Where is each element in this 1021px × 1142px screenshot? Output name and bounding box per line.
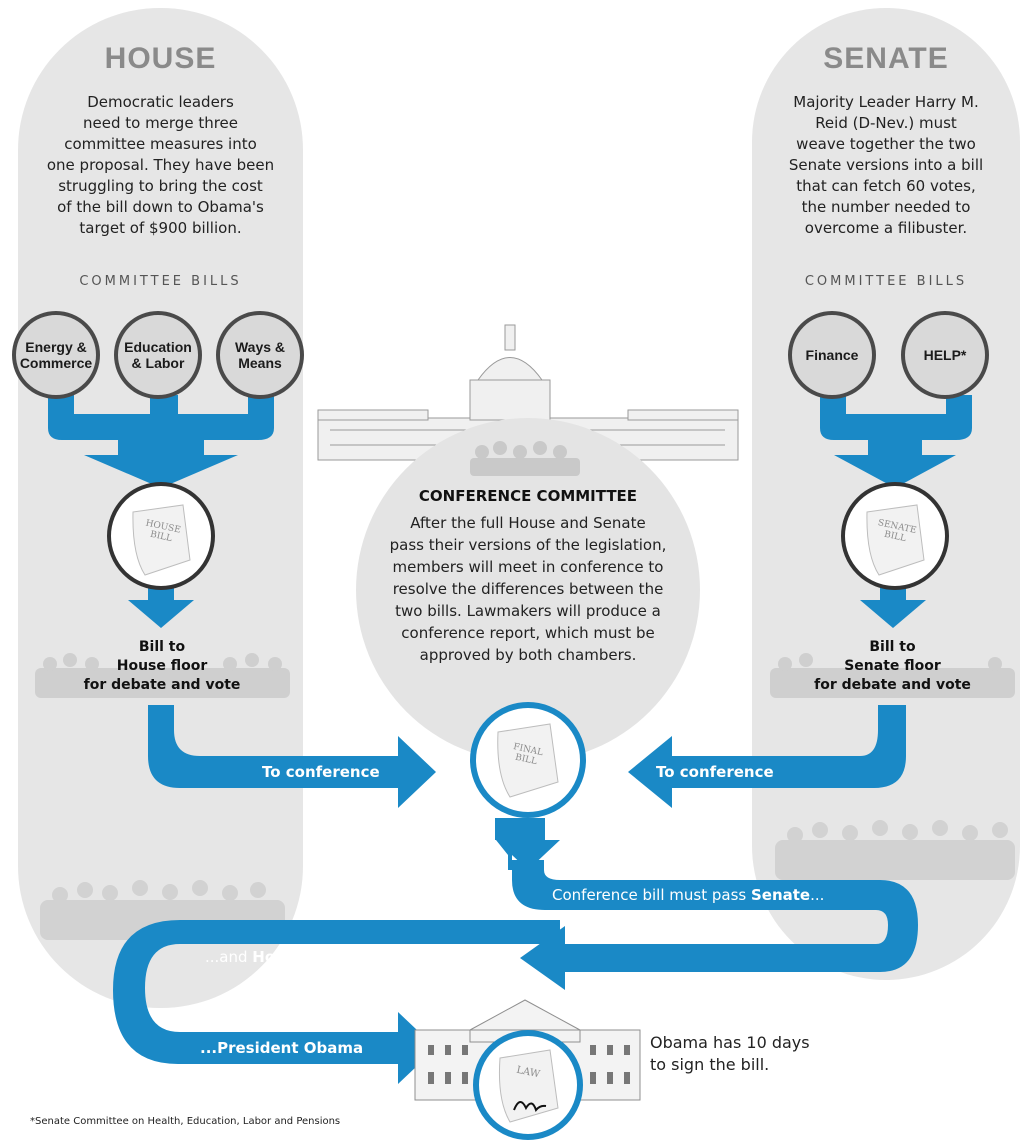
committee-education-labor: Education& Labor <box>124 339 192 371</box>
conference-description: After the full House and Senate pass the… <box>389 514 667 664</box>
law-note: Obama has 10 days to sign the bill. <box>650 1033 810 1074</box>
senate-flow-arrows <box>628 395 972 808</box>
footnote: *Senate Committee on Health, Education, … <box>30 1116 341 1127</box>
senate-to-conference-label: To conference <box>656 763 774 781</box>
house-flow-arrows <box>48 395 436 808</box>
senate-floor-label: Bill to Senate floor for debate and vote <box>814 639 971 693</box>
senate-merge-arrow <box>820 395 972 488</box>
house-floor-crowd-icon <box>35 653 290 698</box>
senate-to-floor-arrow <box>860 580 926 628</box>
pass-senate-label: Conference bill must pass Senate... <box>552 886 825 904</box>
house-floor-label: Bill to House floor for debate and vote <box>83 639 241 693</box>
senate-committee-circles <box>788 311 989 399</box>
senate-to-conference-arrow <box>628 705 906 808</box>
president-obama-label: ...President Obama <box>200 1039 364 1057</box>
committee-energy-commerce: Energy &Commerce <box>19 339 93 371</box>
help-circle <box>901 311 989 399</box>
house-pass-arrow <box>113 920 560 1084</box>
law-paper-icon <box>498 1049 559 1123</box>
conference-title: CONFERENCE COMMITTEE <box>418 487 638 505</box>
finance-circle <box>788 311 876 399</box>
final-bill-paper-icon <box>497 723 559 798</box>
house-description: Democratic leaders need to merge three c… <box>46 93 275 237</box>
senate-bill-paper-icon <box>866 504 925 576</box>
conference-members-icon <box>470 441 580 476</box>
final-down-arrow <box>495 818 560 870</box>
senate-pass-arrow <box>512 860 918 990</box>
energy-commerce-circle <box>12 311 100 399</box>
house-title: HOUSE <box>104 42 217 75</box>
committee-help: HELP* <box>923 347 967 363</box>
and-house-label: ...and House before it goes to... <box>205 948 448 966</box>
house-bill-paper-icon <box>132 504 191 576</box>
house-merge-arrow <box>48 395 274 488</box>
senate-committee-bills-label: COMMITTEE BILLS <box>804 274 968 289</box>
committee-ways-means: Ways &Means <box>234 339 286 371</box>
senate-audience-crowd-icon <box>775 820 1015 880</box>
house-to-conference-arrow <box>148 705 436 808</box>
senate-title: SENATE <box>823 42 949 75</box>
house-committee-circles <box>12 311 304 399</box>
committee-finance: Finance <box>805 347 859 363</box>
senate-floor-crowd-icon <box>770 653 1015 698</box>
signature-icon <box>513 1101 547 1113</box>
house-to-conference-label: To conference <box>262 763 380 781</box>
house-to-floor-arrow <box>128 580 194 628</box>
education-labor-circle <box>114 311 202 399</box>
senate-description: Majority Leader Harry M. Reid (D-Nev.) m… <box>788 93 984 237</box>
ways-means-circle <box>216 311 304 399</box>
conference-circle <box>356 418 700 762</box>
house-committee-bills-label: COMMITTEE BILLS <box>79 274 242 289</box>
final-flow-arrows <box>113 818 918 1084</box>
